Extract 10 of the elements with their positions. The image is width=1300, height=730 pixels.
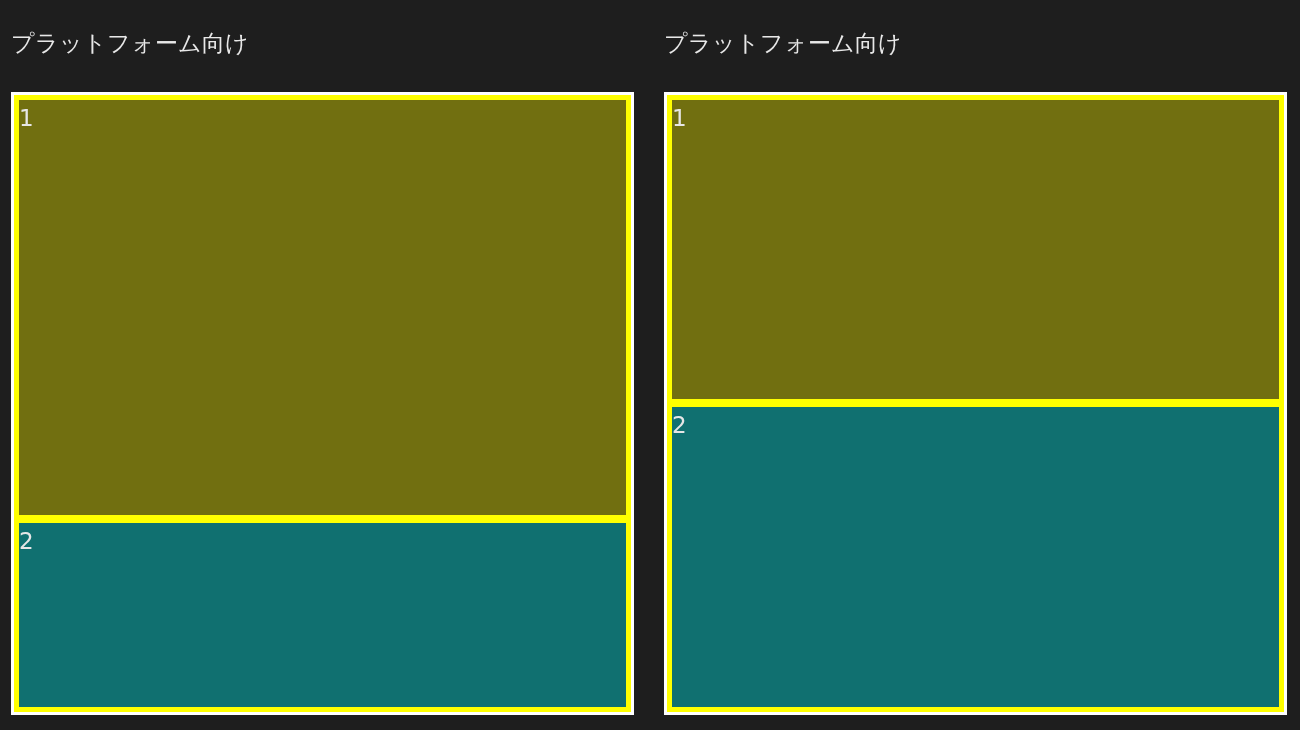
pane-number: 2	[19, 528, 34, 554]
panel-heading: プラットフォーム向け	[664, 29, 902, 57]
pane-number: 1	[672, 105, 687, 131]
app-pane	[14, 520, 631, 712]
pane-number: 2	[672, 412, 687, 438]
app-pane	[667, 404, 1284, 712]
app-pane	[667, 95, 1284, 404]
panel-heading: プラットフォーム向け	[11, 29, 249, 57]
pane-number: 1	[19, 105, 34, 131]
app-pane	[14, 95, 631, 520]
